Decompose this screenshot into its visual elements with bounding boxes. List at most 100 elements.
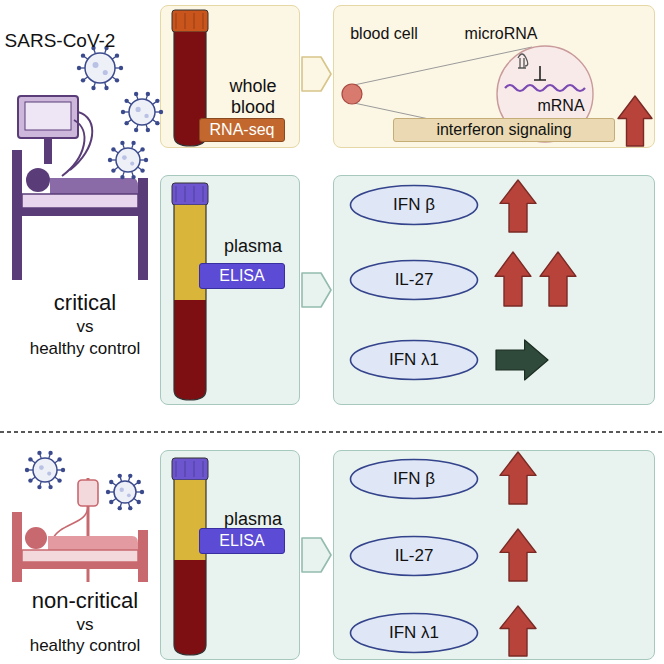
patient-body [48,536,138,550]
virus-spike [55,460,59,463]
virus-spike [31,460,35,463]
virus-spike-tip [128,506,132,510]
iv-pole [87,478,90,582]
cap-ridge [176,13,177,29]
method-box: RNA-seq [199,118,285,142]
virus-spike [153,120,157,123]
tube-outline [174,32,206,146]
node-text: plasma [207,509,299,530]
virus-spike [114,167,118,170]
virus-spike-tip [57,478,61,482]
virus-dot [39,465,44,470]
tube-cap [172,10,208,32]
virus-spike-tip [118,506,122,510]
patient-body [50,178,138,194]
virus-spike-tip [134,128,138,132]
virus-spike-tip [115,78,119,82]
node-text: RNA-seq [210,121,275,139]
cytokine-ellipse: IFN β [349,458,479,500]
ellipse-shape [351,614,478,653]
node-text: whole blood [207,76,299,117]
cap-ridge [185,461,186,477]
virus-body [116,148,140,172]
monitor-screen [25,102,71,130]
virus-spike-tip [48,485,52,489]
virus-spike [80,67,85,68]
node-text: interferon signaling [436,121,571,139]
group-label: healthy control [5,636,165,656]
virus-body [114,481,136,503]
virus-spike-tip [120,175,124,179]
chevron-connector [302,273,331,307]
virus-spike [57,469,62,470]
blood-layer [174,32,206,146]
virus-icon [77,46,123,90]
mattress [22,550,138,562]
virus-spike-tip [61,468,65,472]
virus-spike [146,95,148,100]
virus-name: SARS-CoV-2 [2,30,118,52]
virus-spike [124,111,129,112]
virus-spike-tip [111,147,115,151]
virus-dot [144,114,148,118]
critical-patient [12,96,148,280]
result-panel: IFN β IL-27IFN λ1 [333,450,655,660]
cytokine-ellipse: IL-27 [349,259,479,301]
unchanged-arrow [496,340,548,380]
node-text: ELISA [219,532,264,550]
ellipse-shape [351,261,478,300]
virus-spike-tip [144,158,148,162]
ellipse-shape [351,537,478,576]
cytokine-ellipse: IFN β [349,184,479,226]
cytokine-ellipse: IFN λ1 [349,612,479,654]
cap-ridge [194,461,195,477]
virus-spike [153,101,157,104]
virus-spike-tip [28,478,32,482]
footboard [138,530,148,582]
cap-ridge [203,13,204,29]
virus-spike-tip [108,158,112,162]
virus-dot [127,493,131,497]
virus-spike [123,171,125,176]
mattress [22,194,138,208]
virus-spike-tip [118,474,122,478]
virus-spike-tip [155,121,159,125]
virus-spike [105,82,107,87]
result-panel: IFN βIL-27IFN λ1 [333,175,655,405]
virus-spike-tip [140,147,144,151]
tube-line [62,120,84,176]
method-box: ELISA [199,528,285,554]
cell-layer [174,300,206,400]
virus-spike [138,167,142,170]
iv-bag [78,480,98,506]
virus-spike [112,77,116,80]
virus-spike-tip [124,121,128,125]
virus-spike-tip [109,480,113,484]
cell-closeup [497,46,593,142]
bed-frame [22,562,138,569]
virus-spike-tip [81,53,85,57]
virus-dot [47,472,51,476]
separator-line [0,431,664,432]
virus-spike [120,477,122,482]
sample-panel: whole bloodRNA-seq [160,5,300,148]
virus-dot [122,155,127,160]
virus-body [33,458,57,482]
chevron-connector [302,57,331,91]
virus-spike [55,477,59,480]
bed-frame [22,208,138,216]
virus-spike-tip [146,92,150,96]
virus-spike-tip [37,451,41,455]
virus-spike [132,171,134,176]
cap-ridge [194,13,195,29]
headboard [12,150,22,280]
cytokine-ellipse: IL-27 [349,535,479,577]
plasma-layer [174,480,206,560]
increase-arrow [495,252,531,306]
increase-arrow [500,180,536,232]
node-text: IL-27 [395,547,434,566]
pathway-box: interferon signaling [393,118,615,142]
iv-line [52,506,88,540]
group-label: non-critical [5,588,165,613]
